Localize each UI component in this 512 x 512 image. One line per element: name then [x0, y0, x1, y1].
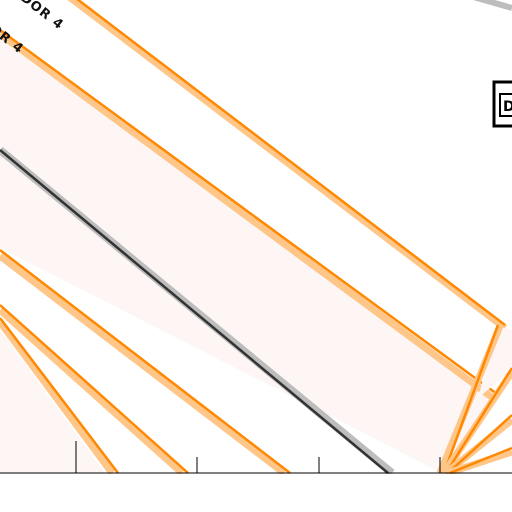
map-marker-inner	[499, 93, 512, 117]
corridor-band-main-top-edge	[0, 28, 498, 396]
corridor-junction-right[interactable]	[436, 324, 512, 477]
corridor-band-main-top-edge-halo	[0, 31, 496, 401]
corridor-junction-right-b	[444, 367, 512, 474]
corridor-band-main-bottom-edge-halo	[0, 253, 287, 476]
corridor-band-upper-edge-halo	[67, 0, 508, 331]
corridor-band-main[interactable]	[0, 28, 498, 476]
scale-axis-background	[0, 474, 512, 512]
centerline-road-line	[0, 149, 389, 474]
corridor-branch-left-inner	[0, 317, 119, 474]
corridor-band-upper[interactable]	[0, 0, 512, 410]
corridor-branch-left[interactable]	[0, 304, 189, 476]
centerline-road[interactable]	[0, 146, 395, 477]
corridor-band-upper-fill	[0, 0, 512, 410]
map-marker-glyph: D	[503, 99, 512, 115]
corridor-branch-left-outer-halo	[0, 307, 185, 476]
corridor-band-main-fill	[0, 28, 497, 472]
corridor-band-upper-edge	[76, 0, 506, 326]
corridor-junction-right-a	[442, 324, 500, 474]
map-marker[interactable]: D	[492, 80, 512, 128]
corridor-branch-left-inner-halo	[0, 319, 115, 476]
road-fragment-top-right	[473, 0, 512, 11]
scale-axis	[0, 441, 512, 512]
corridor-branch-left-outer	[0, 304, 189, 474]
corridor-band-main-bottom-edge	[0, 249, 291, 474]
corridor-junction-right-fill	[478, 326, 512, 398]
corridor-junction-right-c	[447, 414, 512, 474]
corridor-branch-left-fill	[0, 330, 105, 473]
corridor-junction-right-d	[449, 446, 512, 475]
